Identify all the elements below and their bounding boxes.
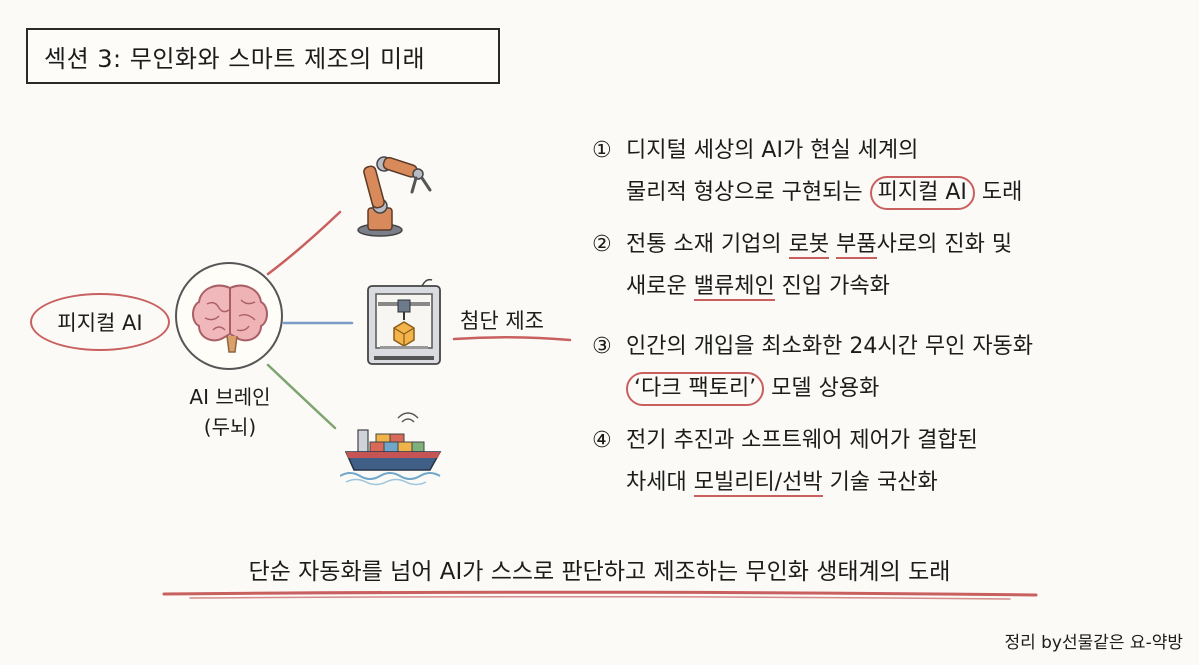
item-1-line2b: 도래	[974, 180, 1023, 205]
item-1-line2a: 물리적 형상으로 구현되는	[626, 180, 870, 205]
item-2-number: ②	[592, 232, 612, 257]
brain-icon	[192, 284, 268, 353]
item-2: ② 전통 소재 기업의 로봇 부품사로의 진화 및 새로운 밸류체인 진입 가속화	[592, 224, 1012, 308]
connector-robot	[266, 210, 342, 276]
physical-ai-label: 피지컬 AI	[57, 311, 143, 335]
item-2-line2b: 진입 가속화	[774, 274, 890, 299]
item-4-line1: 전기 추진과 소프트웨어 제어가 결합된	[626, 428, 978, 453]
robot-arm-icon	[357, 156, 432, 237]
item-1-highlight: 피지컬 AI	[869, 176, 975, 210]
item-3-line1: 인간의 개입을 최소화한 24시간 무인 자동화	[626, 334, 1034, 359]
item-2-line1a: 전통 소재 기업의	[626, 232, 789, 257]
item-1-line1: 디지털 세상의 AI가 현실 세계의	[626, 138, 919, 163]
item-4-highlight: 모빌리티/선박	[693, 470, 823, 497]
credit-text: 정리 by선물같은 요-약방	[1004, 633, 1183, 653]
item-4-number: ④	[592, 428, 612, 453]
summary-statement: 단순 자동화를 넘어 AI가 스스로 판단하고 제조하는 무인화 생태계의 도래	[248, 559, 951, 585]
ai-brain-label: AI 브레인 (두뇌)	[150, 382, 310, 442]
item-2-highlight-robot: 로봇	[788, 232, 830, 259]
summary-underline	[162, 590, 1038, 600]
cargo-ship-icon	[340, 412, 442, 486]
item-4-line2a: 차세대	[626, 470, 694, 495]
item-1-number: ①	[592, 138, 612, 163]
item-3-highlight: ‘다크 팩토리’	[626, 372, 765, 406]
physical-ai-pill: 피지컬 AI	[30, 293, 170, 351]
item-3-number: ③	[592, 334, 612, 359]
connector-ship	[266, 363, 337, 430]
ai-brain-hub	[175, 262, 283, 370]
item-3: ③ 인간의 개입을 최소화한 24시간 무인 자동화 ‘다크 팩토리’ 모델 상용…	[592, 326, 1033, 410]
advanced-manufacturing-label: 첨단 제조	[460, 309, 544, 333]
item-2-highlight-valuechain: 밸류체인	[693, 274, 775, 301]
ai-brain-line1: AI 브레인	[189, 385, 271, 409]
ai-brain-line2: (두뇌)	[203, 415, 257, 439]
item-4-line2b: 기술 국산화	[822, 470, 938, 495]
item-2-highlight-parts: 부품	[836, 232, 877, 259]
section-title: 섹션 3: 무인화와 스마트 제조의 미래	[26, 28, 500, 84]
item-2-line2a: 새로운	[626, 274, 694, 299]
item-2-line1b: 사로의 진화 및	[876, 232, 1013, 257]
item-3-line2b: 모델 상용화	[764, 376, 880, 401]
manufacturing-underline	[452, 335, 572, 342]
item-4: ④ 전기 추진과 소프트웨어 제어가 결합된 차세대 모빌리티/선박 기술 국산화	[592, 420, 978, 504]
section-title-text: 섹션 3: 무인화와 스마트 제조의 미래	[44, 44, 426, 73]
3d-printer-icon	[367, 278, 441, 365]
item-1: ① 디지털 세상의 AI가 현실 세계의 물리적 형상으로 구현되는 피지컬 AI…	[592, 130, 1022, 214]
